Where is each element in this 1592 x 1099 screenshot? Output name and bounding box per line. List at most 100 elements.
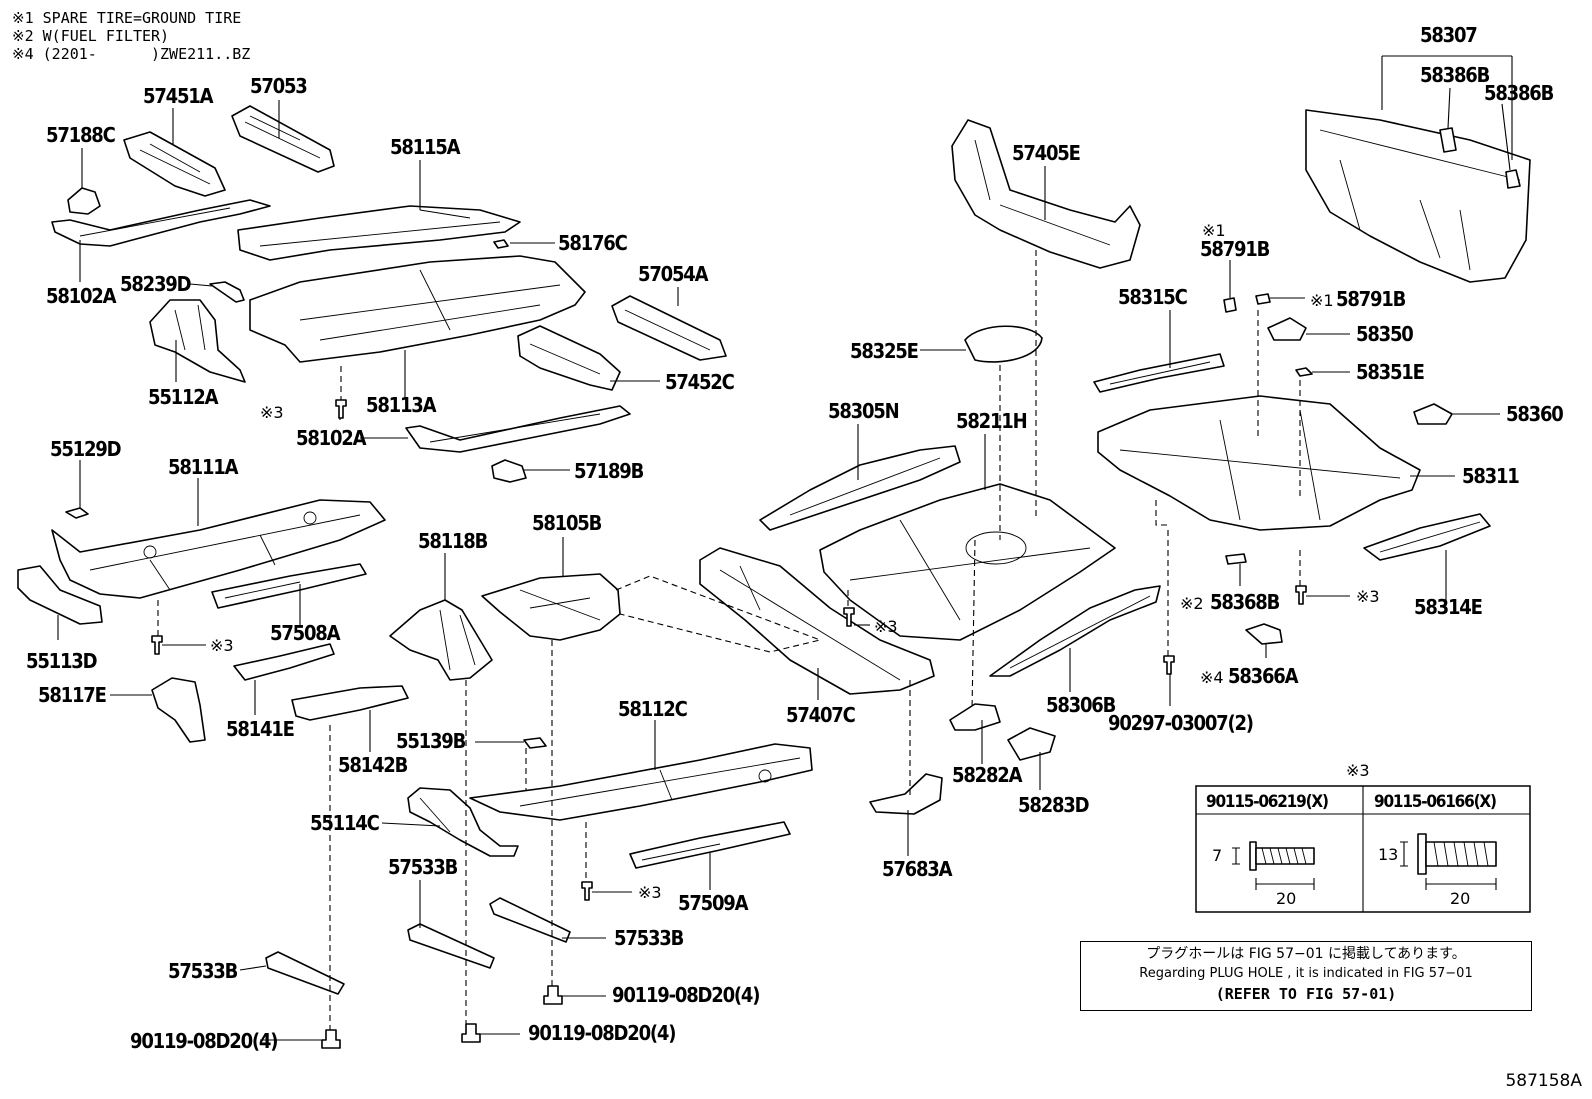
label-58791B-b: 58791B: [1336, 287, 1406, 311]
label-58360: 58360: [1506, 402, 1563, 426]
part-58282A[interactable]: [949, 703, 1001, 731]
label-58311: 58311: [1462, 464, 1519, 488]
label-58142B: 58142B: [338, 753, 408, 777]
figure-id: 587158A: [1505, 1071, 1582, 1091]
bolt-3c[interactable]: [581, 881, 593, 901]
part-57407C[interactable]: [699, 547, 935, 695]
bolt-left-dim-length: 20: [1276, 889, 1296, 908]
label-58305N: 58305N: [828, 399, 899, 423]
part-58791B-a[interactable]: [1223, 297, 1237, 313]
leader-lines: [57, 55, 1513, 1041]
note-marker-1a: ※1: [1202, 221, 1226, 240]
part-55129D[interactable]: [65, 507, 89, 519]
part-58102A-top[interactable]: [51, 199, 271, 247]
plug-note-japanese: プラグホールは FIG 57−01 に掲載してあります。: [1146, 946, 1466, 962]
bolt-3b[interactable]: [151, 635, 163, 655]
label-55114C: 55114C: [310, 811, 380, 835]
part-58366A[interactable]: [1245, 623, 1283, 645]
part-57405E[interactable]: [951, 119, 1141, 269]
footnote-2: ※2 W(FUEL FILTER): [12, 27, 170, 45]
label-57189B: 57189B: [574, 459, 644, 483]
label-58350: 58350: [1356, 322, 1413, 346]
part-58141E[interactable]: [233, 643, 335, 681]
label-58315C: 58315C: [1118, 285, 1188, 309]
part-58325E[interactable]: [964, 325, 1043, 363]
bolt-table-header-2: 90115-06166(X): [1374, 792, 1496, 812]
part-58311[interactable]: [1097, 395, 1421, 531]
bolt-right-dim-height: 13: [1378, 845, 1398, 864]
part-58211H[interactable]: [819, 483, 1116, 641]
part-57189B[interactable]: [491, 459, 527, 483]
label-58325E: 58325E: [850, 339, 918, 363]
part-58105B[interactable]: [481, 573, 621, 641]
part-58117E[interactable]: [151, 677, 206, 743]
part-57451A[interactable]: [123, 131, 226, 197]
part-58176C[interactable]: [493, 239, 509, 249]
part-58350[interactable]: [1267, 317, 1307, 341]
part-55112A[interactable]: [149, 299, 246, 383]
note-marker-4: ※4: [1200, 668, 1224, 687]
part-58306B[interactable]: [989, 585, 1161, 677]
label-58102A-top: 58102A: [46, 284, 117, 308]
part-58368B[interactable]: [1225, 553, 1247, 565]
plug-note-reference: (REFER TO FIG 57-01): [1215, 985, 1397, 1003]
note-marker-2: ※2: [1180, 594, 1204, 613]
part-57509A[interactable]: [629, 821, 791, 869]
part-shapes: [17, 105, 1531, 1049]
part-58360[interactable]: [1413, 403, 1453, 425]
part-55139B[interactable]: [523, 737, 547, 749]
part-58386B-a[interactable]: [1439, 127, 1457, 153]
label-55129D: 55129D: [50, 437, 121, 461]
label-58118B: 58118B: [418, 529, 488, 553]
part-57683A[interactable]: [869, 773, 943, 815]
label-58307: 58307: [1420, 23, 1477, 47]
bolt-90119-b[interactable]: [461, 1023, 481, 1043]
part-58111A[interactable]: [51, 499, 386, 599]
label-58351E: 58351E: [1356, 360, 1424, 384]
part-58142B[interactable]: [291, 685, 409, 721]
part-58112C[interactable]: [469, 743, 813, 821]
bolt-table-marker: ※3: [1346, 761, 1370, 780]
label-90119-c: 90119-08D20(4): [130, 1029, 277, 1053]
part-58351E[interactable]: [1295, 367, 1313, 377]
part-55114C[interactable]: [407, 787, 519, 857]
part-58115A[interactable]: [237, 205, 521, 261]
label-58366A: 58366A: [1228, 664, 1299, 688]
bolt-spec-table: ※3 90115-06219(X) 90115-06166(X) 7 20 13…: [1195, 761, 1531, 913]
part-57533B-c[interactable]: [265, 951, 345, 995]
bolt-90119-a[interactable]: [543, 985, 563, 1005]
part-57054A[interactable]: [611, 295, 727, 361]
part-58307[interactable]: [1305, 109, 1531, 283]
label-58176C: 58176C: [558, 231, 628, 255]
part-58314E[interactable]: [1363, 513, 1491, 561]
part-55113D[interactable]: [17, 565, 103, 625]
label-58102A-mid: 58102A: [296, 426, 367, 450]
note-marker-3b: ※3: [210, 636, 234, 655]
part-58118B[interactable]: [389, 599, 493, 681]
part-58239D[interactable]: [209, 281, 245, 303]
part-57053[interactable]: [231, 105, 335, 173]
label-90119-b: 90119-08D20(4): [528, 1021, 675, 1045]
part-57533B-b[interactable]: [489, 897, 571, 943]
part-57508A[interactable]: [211, 563, 367, 609]
part-57188C[interactable]: [67, 187, 101, 215]
part-58283D[interactable]: [1007, 727, 1056, 761]
part-labels: 57188C 57451A 57053 58115A 58176C 58102A…: [26, 23, 1564, 1053]
bolt-3e[interactable]: [1295, 585, 1307, 605]
part-58386B-b[interactable]: [1505, 169, 1521, 189]
label-58314E: 58314E: [1414, 595, 1482, 619]
part-57533B-a[interactable]: [407, 923, 495, 969]
note-marker-3e: ※3: [1356, 587, 1380, 606]
bolt-3a[interactable]: [335, 399, 347, 419]
part-58791B-b[interactable]: [1255, 293, 1271, 305]
label-58283D: 58283D: [1018, 793, 1089, 817]
bolt-table-header-1: 90115-06219(X): [1206, 792, 1328, 812]
part-58102A-mid[interactable]: [405, 405, 631, 453]
bolt-90119-c[interactable]: [321, 1029, 341, 1049]
part-58113A[interactable]: [249, 255, 586, 363]
bolt-3d[interactable]: [843, 607, 855, 627]
part-57452C[interactable]: [517, 325, 621, 391]
bolt-90297[interactable]: [1163, 655, 1175, 675]
label-57407C: 57407C: [786, 703, 856, 727]
footnote-4: ※4 (2201- )ZWE211..BZ: [12, 45, 251, 63]
